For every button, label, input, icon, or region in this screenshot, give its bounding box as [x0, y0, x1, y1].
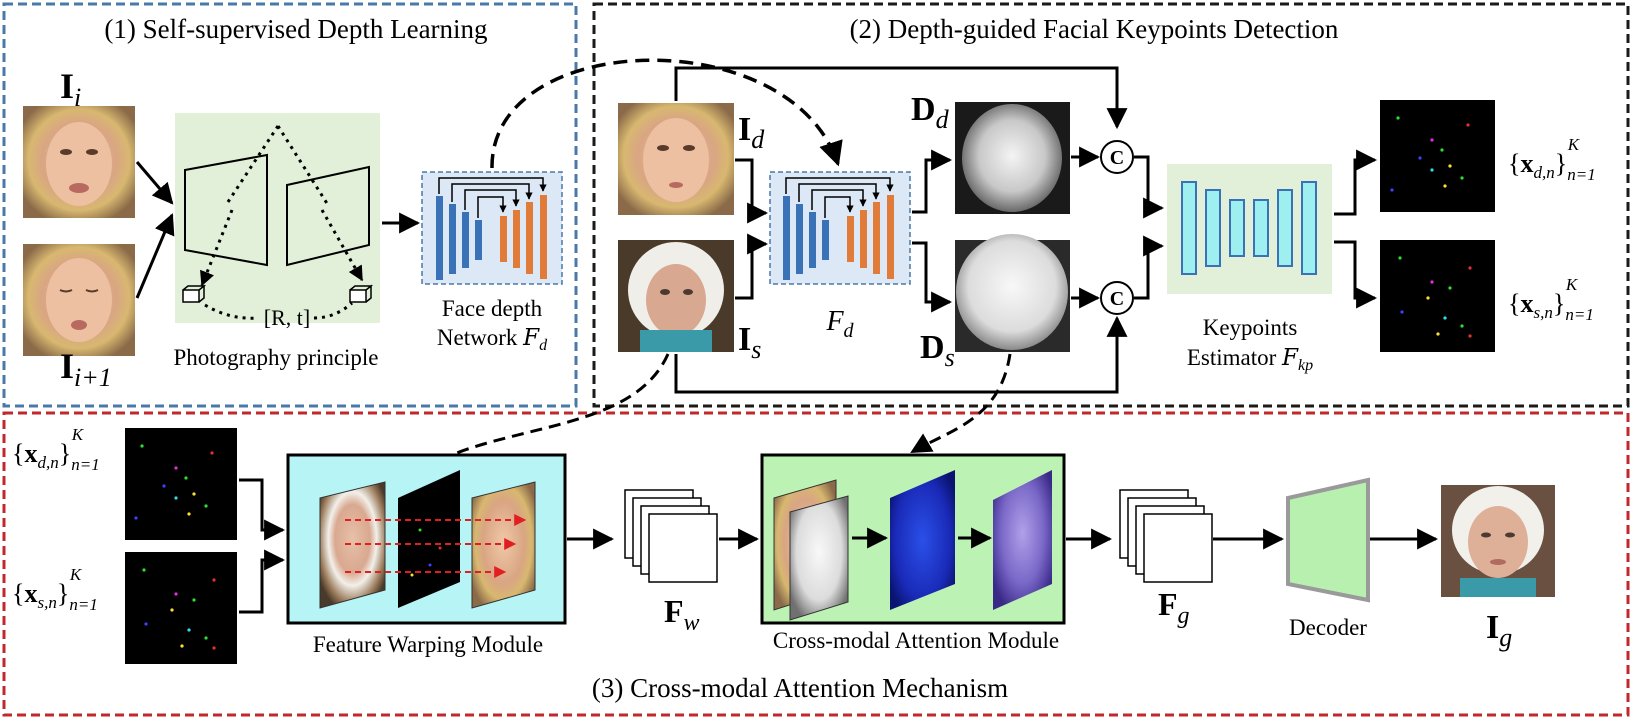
section2-border	[592, 2, 1630, 408]
depth-map-driving	[955, 102, 1070, 214]
face-image-source	[618, 240, 734, 352]
arrow-source-to-fd	[735, 233, 769, 300]
skip-line-driving-to-concat	[674, 66, 1128, 130]
concat-symbol-driving: C	[1110, 147, 1124, 169]
arrow-frame-i1-to-photo	[135, 213, 175, 299]
attention-features-fg	[1119, 489, 1213, 583]
estimator-label-line2: Estimator Fkp	[1187, 345, 1313, 374]
source-label: Is	[738, 321, 761, 364]
concat-node-driving	[1100, 140, 1134, 174]
arrow-driving-to-fd	[735, 158, 769, 224]
frame-i1-label: Ii+1	[60, 346, 112, 392]
fg-label: Fg	[1158, 586, 1190, 629]
source-depth-dashed-arrow	[910, 353, 1012, 454]
pose-label: [R, t]	[264, 305, 310, 330]
photography-principle-block	[175, 113, 380, 323]
keypoints-estimator-block	[1167, 164, 1332, 294]
depth-network-fd-block	[769, 171, 911, 285]
concat-symbol-source: C	[1110, 288, 1124, 310]
decoder-block	[1286, 477, 1370, 603]
decoder-label: Decoder	[1289, 615, 1367, 640]
arrow-fd-to-depth-d	[912, 149, 953, 214]
weight-sharing-arrow	[490, 58, 843, 169]
driving-label: Id	[738, 111, 765, 154]
arrow-fd-to-depth-s	[912, 241, 953, 313]
kp-set-label-driving-3: {xd,n}n=1K	[12, 425, 100, 474]
estimator-label-line1: Keypoints	[1203, 315, 1298, 340]
kp-set-label-source-3: {xs,n}n=1K	[12, 565, 98, 614]
fw-label: Fw	[664, 593, 700, 636]
feature-warping-module	[286, 453, 567, 625]
arrow-concat-s-to-estimator	[1134, 235, 1165, 300]
depth-d-label: Dd	[911, 91, 950, 134]
arrow-frame-i-to-photo	[135, 161, 174, 205]
fd-label: Fd	[825, 306, 854, 342]
section1-title: (1) Self-supervised Depth Learning	[104, 14, 487, 44]
camera-icon-right	[349, 284, 374, 303]
keypoint-map-source-3	[125, 552, 237, 664]
photography-principle-label: Photography principle	[173, 345, 378, 370]
camera-icon-left	[182, 284, 207, 303]
warped-features-fw	[624, 489, 718, 583]
section1-border	[2, 2, 578, 408]
arrow-estimator-to-kp-d	[1334, 149, 1378, 216]
depth-s-label: Ds	[920, 329, 955, 372]
cross-modal-attention-module	[760, 453, 1066, 625]
section3-title: (3) Cross-modal Attention Mechanism	[592, 673, 1008, 703]
face-image-frame-i-plus-1	[23, 244, 135, 356]
skip-line-source-to-concat	[674, 315, 1128, 394]
arrow-kp-d-to-warping	[239, 478, 286, 541]
arrow-estimator-to-kp-s	[1334, 240, 1378, 309]
keypoint-map-driving	[1380, 100, 1495, 212]
kp-set-label-source: {xs,n}n=1K	[1508, 275, 1594, 324]
section3-border	[2, 411, 1630, 717]
depth-map-source	[955, 234, 1070, 352]
keypoint-map-source	[1380, 240, 1495, 352]
kp-set-label-driving: {xd,n}n=1K	[1508, 135, 1596, 184]
concat-node-source	[1100, 281, 1134, 315]
face-depth-network-block	[421, 171, 563, 285]
network-label-line2: Network Fd	[437, 325, 548, 354]
face-image-frame-i	[23, 106, 135, 218]
network-label-line1: Face depth	[442, 296, 543, 321]
arrow-kp-s-to-warping	[239, 549, 286, 614]
section2-title: (2) Depth-guided Facial Keypoints Detect…	[850, 14, 1339, 44]
output-label: Ig	[1486, 609, 1512, 652]
arrow-concat-d-to-estimator	[1134, 155, 1165, 219]
frame-i-label: Ii	[60, 66, 81, 112]
face-image-driving	[618, 103, 734, 215]
keypoint-map-driving-3	[125, 428, 237, 540]
attention-label: Cross-modal Attention Module	[773, 628, 1059, 653]
feature-warping-label: Feature Warping Module	[313, 632, 543, 657]
face-image-output	[1441, 485, 1555, 597]
